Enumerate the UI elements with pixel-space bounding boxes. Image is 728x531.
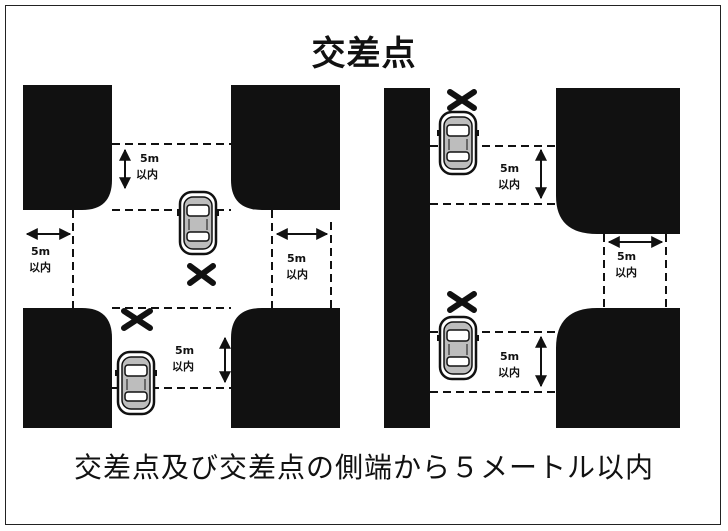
svg-text:5m: 5m bbox=[175, 344, 194, 357]
corner-block-top-left bbox=[23, 85, 112, 210]
svg-text:以内: 以内 bbox=[136, 167, 158, 181]
distance-label: 5m 以内 bbox=[136, 152, 159, 181]
distance-label: 5m 以内 bbox=[286, 252, 308, 281]
svg-text:以内: 以内 bbox=[498, 177, 520, 191]
crossroads-panel: 5m 以内 5m 以内 5m 以内 5m 以内 bbox=[23, 85, 340, 428]
prohibited-x-icon bbox=[187, 263, 216, 286]
car-icon bbox=[435, 110, 481, 176]
corner-block-top-right bbox=[231, 85, 340, 210]
svg-text:以内: 以内 bbox=[498, 365, 520, 379]
svg-text:5m: 5m bbox=[31, 245, 50, 258]
figure-caption: 交差点及び交差点の側端から５メートル以内 bbox=[73, 451, 654, 484]
corner-block-bottom-left bbox=[23, 308, 112, 428]
figure-title: 交差点 bbox=[311, 34, 417, 74]
car-icon bbox=[113, 350, 159, 416]
t-junction-panel: 5m 以内 5m 以内 5m 以内 bbox=[384, 88, 680, 428]
svg-text:5m: 5m bbox=[500, 350, 519, 363]
corner-block-bottom-right bbox=[556, 308, 680, 428]
prohibited-x-icon bbox=[121, 308, 153, 331]
distance-label: 5m 以内 bbox=[615, 250, 637, 279]
car-icon bbox=[435, 315, 481, 381]
svg-text:5m: 5m bbox=[500, 162, 519, 175]
svg-text:5m: 5m bbox=[617, 250, 636, 263]
side-block-left bbox=[384, 88, 430, 428]
distance-label: 5m 以内 bbox=[172, 344, 194, 373]
prohibited-x-icon bbox=[447, 291, 477, 313]
svg-text:以内: 以内 bbox=[286, 267, 308, 281]
svg-text:以内: 以内 bbox=[172, 359, 194, 373]
corner-block-bottom-right bbox=[231, 308, 340, 428]
prohibited-x-icon bbox=[447, 89, 477, 111]
svg-text:5m: 5m bbox=[140, 152, 159, 165]
distance-label: 5m 以内 bbox=[498, 350, 520, 379]
car-icon bbox=[175, 190, 221, 256]
svg-text:以内: 以内 bbox=[615, 265, 637, 279]
distance-label: 5m 以内 bbox=[29, 245, 51, 274]
svg-text:5m: 5m bbox=[287, 252, 306, 265]
corner-block-top-right bbox=[556, 88, 680, 234]
svg-text:以内: 以内 bbox=[29, 260, 51, 274]
distance-label: 5m 以内 bbox=[498, 162, 520, 191]
